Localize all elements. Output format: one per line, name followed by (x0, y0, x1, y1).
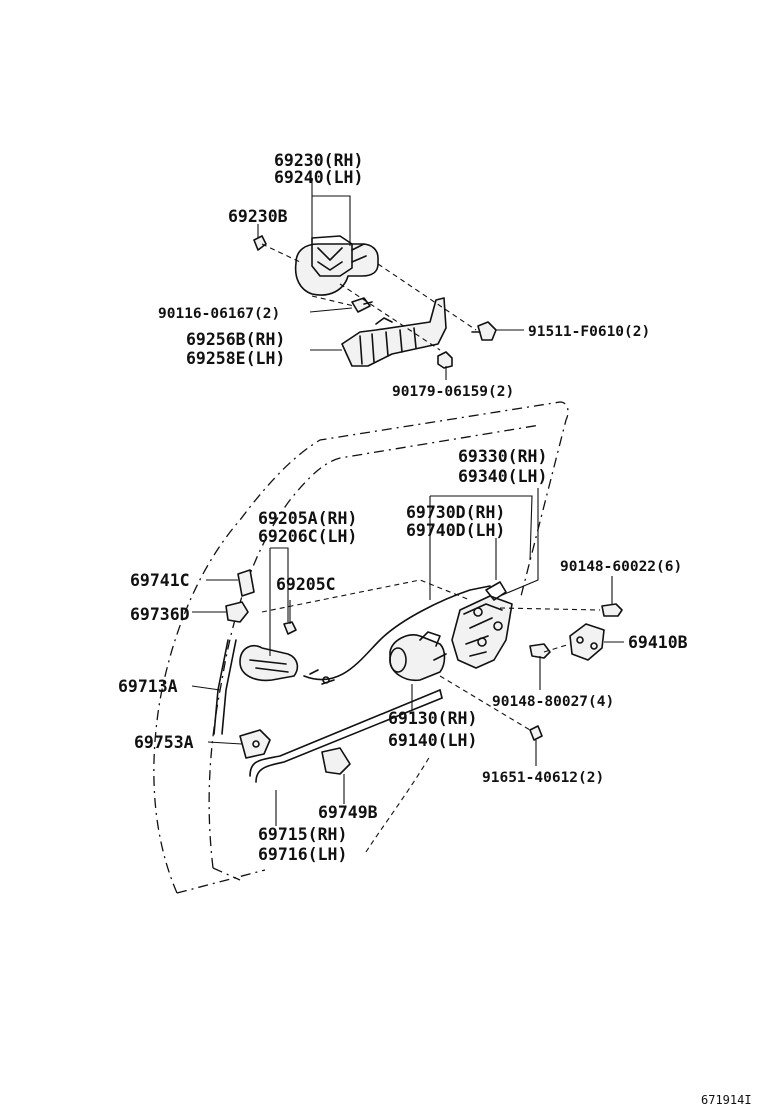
label-nut-90179: 90179-06159(2) (392, 384, 514, 400)
screw-91651-part (529, 725, 543, 741)
label-cap-69741c: 69741C (130, 571, 190, 590)
inner-door-handle (239, 644, 299, 682)
label-screw-90148-80027: 90148-80027(4) (492, 694, 614, 710)
label-actuator-lh: 69140(LH) (388, 731, 477, 750)
assembly-lines-lock (261, 579, 601, 731)
label-inner-handle-rh: 69205A(RH) (258, 509, 357, 528)
door-lock-assembly (451, 581, 513, 669)
label-rod-rh: 69715(RH) (258, 825, 347, 844)
screw-90148-60022-part (601, 603, 623, 617)
label-rod-lh: 69716(LH) (258, 845, 347, 864)
handle-cap-part (253, 235, 267, 251)
label-lock-assy-rh: 69330(RH) (458, 447, 547, 466)
lock-actuator (389, 631, 447, 682)
label-clip-69749b: 69749B (318, 803, 378, 822)
clip-69736d-part (225, 601, 249, 623)
clamp-69753a-part (239, 729, 271, 759)
inner-screw-part (283, 621, 297, 635)
label-handle-cap: 69230B (228, 207, 288, 226)
part-labels: 69230(RH) 69240(LH) 69230B 90116-06167(2… (118, 151, 752, 1107)
label-inner-screw: 69205C (276, 575, 336, 594)
clip-69749b-part (321, 747, 351, 775)
label-clip-69736d: 69736D (130, 605, 190, 624)
label-frame-rh: 69256B(RH) (186, 330, 285, 349)
label-frame-lh: 69258E(LH) (186, 349, 285, 368)
label-screw-91651: 91651-40612(2) (482, 770, 604, 786)
label-screw-90116: 90116-06167(2) (158, 306, 280, 322)
handle-frame (341, 297, 447, 367)
label-outer-handle-lh: 69240(LH) (274, 168, 363, 187)
label-striker: 69410B (628, 633, 688, 652)
label-screw-90148-60022: 90148-60022(6) (560, 559, 682, 575)
door-outline (153, 401, 569, 894)
assembly-lines-top (261, 243, 477, 351)
leader-lines (191, 178, 624, 853)
rod-69713a-part (213, 639, 237, 735)
label-rod-69713a: 69713A (118, 677, 178, 696)
nut-90179-part (437, 351, 453, 369)
door-striker (569, 623, 605, 661)
outer-door-handle (294, 235, 379, 296)
bolt-91511-part (471, 321, 497, 341)
label-cable-lh: 69740D(LH) (406, 521, 505, 540)
label-bolt-91511: 91511-F0610(2) (528, 324, 650, 340)
lock-cable (303, 585, 491, 685)
rod-69715-part (249, 689, 443, 783)
diagram-ref-number: 671914I (701, 1093, 752, 1107)
label-cable-rh: 69730D(RH) (406, 503, 505, 522)
label-lock-assy-lh: 69340(LH) (458, 467, 547, 486)
label-actuator-rh: 69130(RH) (388, 709, 477, 728)
label-clamp-69753a: 69753A (134, 733, 194, 752)
screw-90148-80027-part (529, 643, 551, 659)
label-inner-handle-lh: 69206C(LH) (258, 527, 357, 546)
label-outer-handle-rh: 69230(RH) (274, 151, 363, 170)
cap-69741c-part (237, 569, 255, 597)
screw-90116-part (351, 297, 373, 313)
